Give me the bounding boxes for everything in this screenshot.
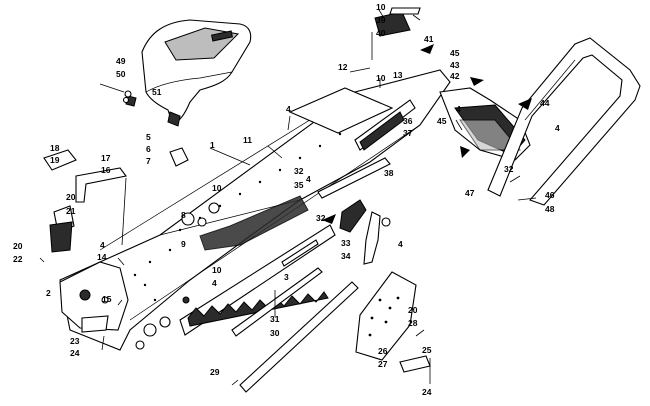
callout-c45a: 45 (450, 48, 460, 58)
bracket-parts (339, 199, 391, 265)
callout-c29: 29 (210, 367, 220, 377)
arrow-markers (322, 44, 532, 224)
callout-c20b: 20 (13, 241, 23, 251)
callout-c24b: 24 (422, 387, 432, 397)
callout-c37: 37 (403, 128, 413, 138)
callout-c26: 26 (378, 346, 388, 356)
callout-c47: 47 (465, 188, 475, 198)
footrest (355, 271, 431, 373)
callout-c30: 30 (270, 328, 280, 338)
callout-c22: 22 (13, 254, 23, 264)
callout-c9: 9 (181, 239, 186, 249)
screw-part (99, 83, 132, 104)
callout-c4b: 4 (306, 174, 311, 184)
callout-c36: 36 (403, 116, 413, 126)
fasteners (169, 147, 220, 227)
callout-c50: 50 (116, 69, 126, 79)
callout-c45b: 45 (437, 116, 447, 126)
callout-c10a: 10 (212, 183, 222, 193)
callout-c32c: 32 (504, 164, 514, 174)
callout-c51: 51 (152, 87, 162, 97)
callout-c33: 33 (341, 238, 351, 248)
callout-c25: 25 (422, 345, 432, 355)
callout-c17: 17 (101, 153, 111, 163)
callout-c10c: 10 (376, 2, 386, 12)
callout-c44: 44 (540, 98, 550, 108)
callout-c32b: 32 (316, 213, 326, 223)
callout-c3: 3 (284, 272, 289, 282)
callout-c34: 34 (341, 251, 351, 261)
callout-c4f: 4 (555, 123, 560, 133)
tunnel-frame (59, 69, 451, 351)
callout-c4a: 4 (286, 104, 291, 114)
left-small-parts (43, 149, 127, 333)
callout-c41: 41 (424, 34, 434, 44)
callout-labels: 1234444444567891010101011121314151617181… (13, 2, 560, 397)
callout-c7: 7 (146, 156, 151, 166)
rear-bumper (487, 37, 641, 206)
callout-c4c: 4 (100, 240, 105, 250)
callout-c28: 28 (408, 318, 418, 328)
callout-c38: 38 (384, 168, 394, 178)
callout-c31: 31 (270, 314, 280, 324)
callout-c39: 39 (376, 15, 386, 25)
callout-c8: 8 (181, 210, 186, 220)
callout-c16: 16 (101, 165, 111, 175)
callout-c43: 43 (450, 60, 460, 70)
callout-c4d: 4 (212, 278, 217, 288)
callout-c1: 1 (210, 140, 215, 150)
callout-c11: 11 (243, 135, 252, 145)
callout-c49: 49 (116, 56, 126, 66)
callout-c46: 46 (545, 190, 555, 200)
callout-c13: 13 (393, 70, 403, 80)
callout-c5: 5 (146, 132, 151, 142)
callout-c23: 23 (70, 336, 80, 346)
leader-lines (39, 9, 537, 386)
callout-c19: 19 (50, 155, 60, 165)
callout-c20c: 20 (408, 305, 418, 315)
callout-c20a: 20 (66, 192, 76, 202)
callout-c48: 48 (545, 204, 555, 214)
callout-c4g: 4 (456, 104, 461, 114)
callout-c24a: 24 (70, 348, 80, 358)
callout-c4e: 4 (398, 239, 403, 249)
callout-c27: 27 (378, 359, 388, 369)
long-bars (231, 239, 359, 393)
callout-c21: 21 (66, 206, 76, 216)
callout-c40: 40 (376, 28, 386, 38)
callout-c2: 2 (46, 288, 51, 298)
callout-c10b: 10 (212, 265, 222, 275)
callout-c42: 42 (450, 71, 460, 81)
trim-strip (317, 157, 391, 199)
callout-c35: 35 (294, 180, 304, 190)
callout-c12: 12 (338, 62, 348, 72)
callout-c32a: 32 (294, 166, 304, 176)
callout-c18: 18 (50, 143, 60, 153)
callout-c6: 6 (146, 144, 151, 154)
callout-c15: 15 (102, 294, 112, 304)
seat-part (125, 19, 252, 127)
callout-c10d: 10 (376, 73, 386, 83)
side-panel-right (354, 99, 416, 151)
callout-c14: 14 (97, 252, 107, 262)
